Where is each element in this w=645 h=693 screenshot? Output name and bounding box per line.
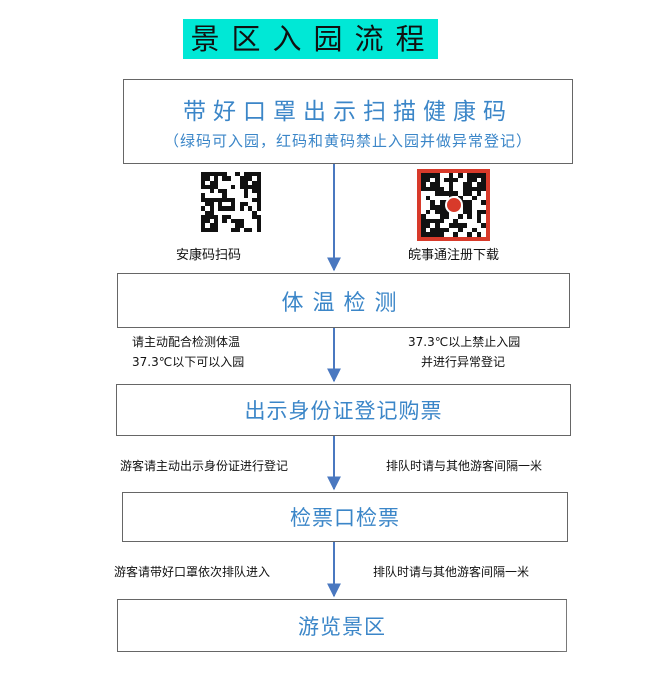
step-health-code-note: （绿码可入园，红码和黄码禁止入园并做异常登记） [163,132,532,150]
step-health-code-label: 带好口罩出示扫描健康码 [183,99,513,125]
temp-note-left-2: 37.3℃以下可以入园 [132,355,245,369]
step-temperature-check: 体温检测 [117,273,570,328]
temp-note-right-1: 37.3℃以上禁止入园 [408,335,521,349]
step-id-ticket: 出示身份证登记购票 [116,384,571,436]
step-tour: 游览景区 [117,599,567,652]
ticket-note-left: 游客请主动出示身份证进行登记 [120,459,289,473]
wanshitong-logo-icon [444,196,463,214]
wanshitong-qr-code-icon [417,169,490,241]
page-title: 景区入园流程 [183,19,438,59]
ankang-qr-code-icon [201,172,261,232]
wanshitong-qr-label: 皖事通注册下载 [408,248,500,263]
ankang-qr-label: 安康码扫码 [176,248,242,263]
step-gate-check: 检票口检票 [122,492,568,542]
ticket-note-right: 排队时请与其他游客间隔一米 [386,459,543,473]
temp-note-left-1: 请主动配合检测体温 [132,335,241,349]
temp-note-right-2: 并进行异常登记 [421,355,506,369]
gate-note-left: 游客请带好口罩依次排队进入 [114,565,271,579]
gate-note-right: 排队时请与其他游客间隔一米 [373,565,530,579]
step-health-code: 带好口罩出示扫描健康码 （绿码可入园，红码和黄码禁止入园并做异常登记） [123,79,573,164]
